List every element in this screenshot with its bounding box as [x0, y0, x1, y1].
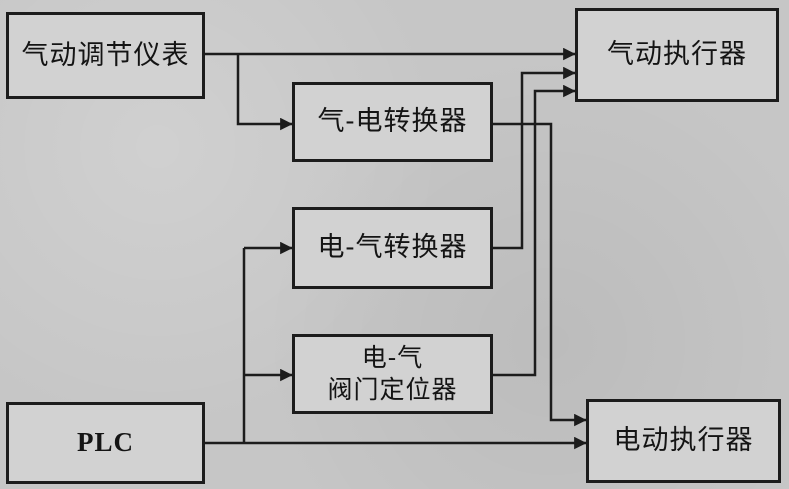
- node-electric-actuator: 电动执行器: [586, 399, 781, 483]
- edge-ep-converter-to-pneumatic-actuator: [492, 66, 576, 250]
- node-label: PLC: [77, 427, 134, 458]
- node-label: 电-气 阀门定位器: [327, 342, 458, 405]
- node-label: 气动执行器: [607, 39, 747, 71]
- node-pneumatic-actuator: 气动执行器: [575, 8, 779, 102]
- node-label: 气动调节仪表: [21, 39, 190, 71]
- node-ep-converter: 电-气转换器: [292, 207, 493, 289]
- node-pneumatic-controller: 气动调节仪表: [6, 12, 205, 99]
- node-pe-converter: 气-电转换器: [292, 82, 493, 162]
- node-label: 气-电转换器: [317, 106, 468, 138]
- node-ep-positioner: 电-气 阀门定位器: [292, 334, 493, 414]
- node-plc: PLC: [6, 402, 205, 484]
- node-label: 电动执行器: [613, 425, 754, 457]
- node-label: 电-气转换器: [317, 232, 468, 264]
- edge-ep-positioner-to-pneumatic-actuator: [492, 84, 576, 377]
- edge-controller-to-pe-converter: [236, 54, 293, 131]
